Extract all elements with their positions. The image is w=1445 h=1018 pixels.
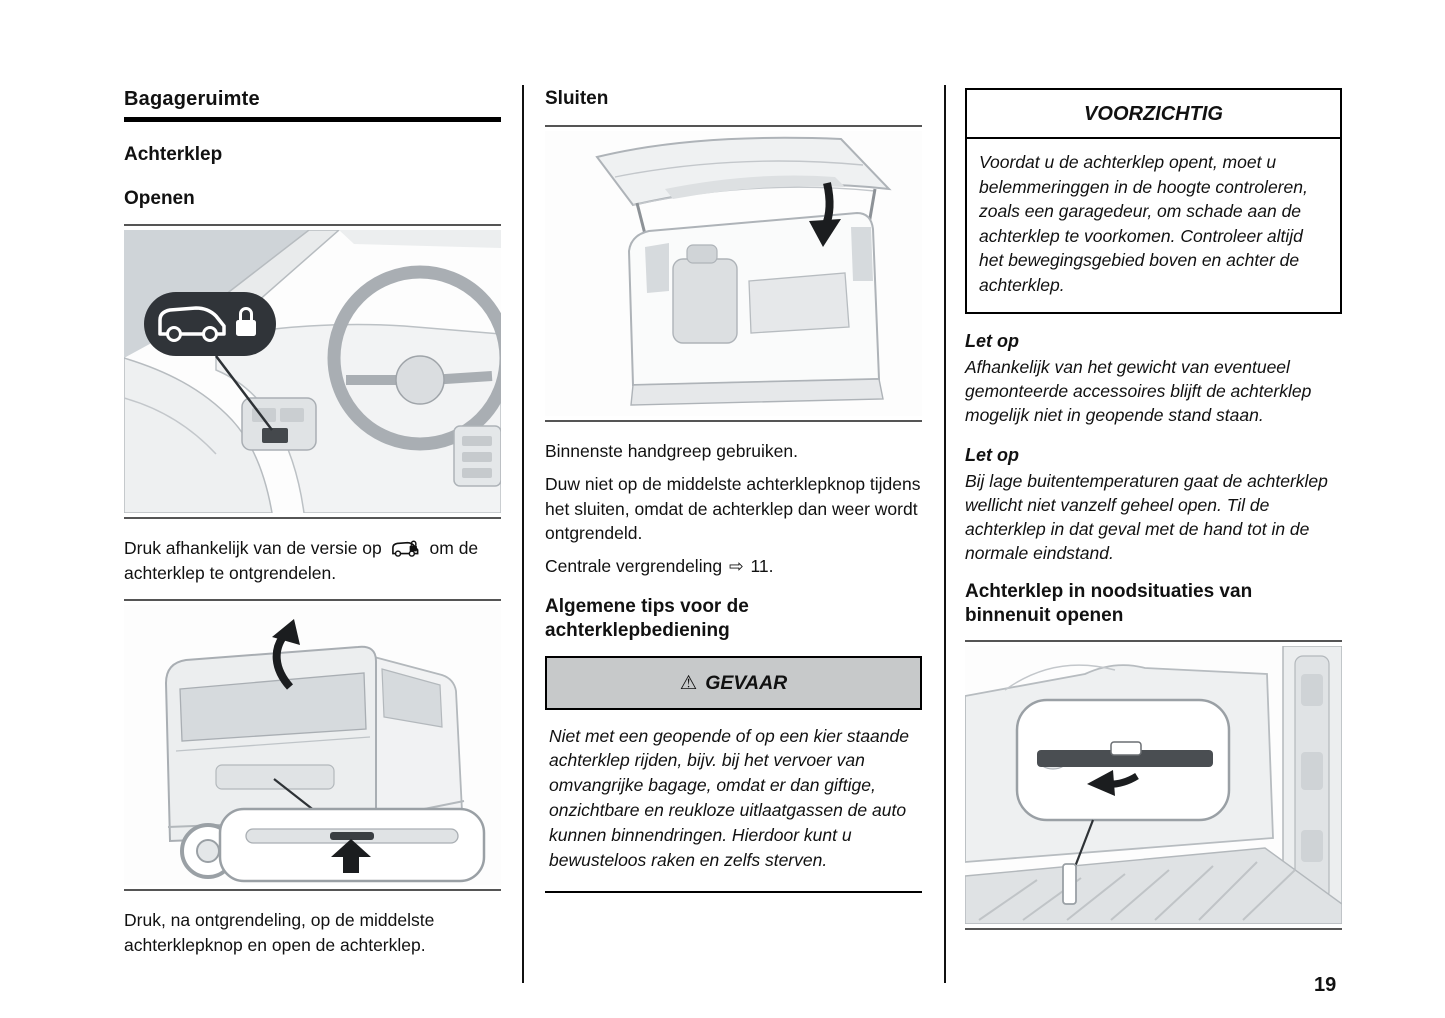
- figure-cargo-area-illustration: [965, 640, 1342, 931]
- central-locking-ref: 11.: [750, 556, 774, 577]
- unlock-button-callout: [144, 291, 276, 431]
- figure-van-rear-illustration: [124, 599, 501, 892]
- tailgate-open-arrow: [272, 619, 300, 691]
- column-divider-left: [522, 85, 524, 983]
- column-middle: Sluiten: [545, 88, 922, 893]
- section-title: Bagageruimte: [124, 88, 260, 110]
- para-open-tailgate: Druk, na ontgrendeling, op de middelste …: [124, 910, 435, 956]
- danger-title: GEVAAR: [705, 671, 788, 694]
- note1-label: Let op: [965, 331, 1019, 351]
- para-unlock-pre: Druk afhankelijk van de versie op: [124, 537, 382, 558]
- heading-emergency-open: Achterklep in noodsituaties van binnenui…: [965, 580, 1253, 626]
- note1-body: Afhankelijk van het gewicht van eventuee…: [965, 357, 1312, 425]
- note2-body: Bij lage buitentemperaturen gaat de acht…: [965, 470, 1328, 563]
- tailgate-close-arrow: [809, 181, 841, 247]
- column-left: Bagageruimte Achterklep Openen: [124, 88, 501, 958]
- heading-achterklep: Achterklep: [124, 144, 223, 165]
- para-inner-handle: Binnenste handgreep gebruiken.: [545, 440, 798, 461]
- emergency-lever-callout: [1015, 699, 1231, 822]
- page-number: 19: [1314, 974, 1337, 996]
- heading-sluiten: Sluiten: [545, 88, 609, 109]
- danger-box: ⚠ GEVAAR Niet met een geopende of op een …: [545, 655, 922, 893]
- section-title-rule: [124, 117, 501, 122]
- para-central-locking: Centrale vergrendeling ⇨ 11.: [545, 554, 922, 579]
- caution-body-text: Voordat u de achterklep opent, moet u be…: [979, 152, 1308, 295]
- danger-body-text: Niet met een geopende of op een kier sta…: [545, 710, 922, 893]
- column-divider-right: [944, 85, 946, 983]
- para-do-not-push: Duw niet op de middelste achterklepknop …: [545, 473, 921, 544]
- column-right: VOORZICHTIG Voordat u de achterklep open…: [965, 88, 1342, 931]
- warning-triangle-icon: ⚠: [679, 671, 698, 694]
- danger-header: ⚠ GEVAAR: [545, 655, 922, 710]
- para-unlock-post: om de achterklep te ontgrendelen.: [124, 537, 479, 583]
- heading-tips: Algemene tips voor de achterklepbedienin…: [545, 596, 749, 641]
- tailgate-handle-callout: [218, 808, 486, 883]
- para-unlock: Druk afhankelijk van de versie op om de …: [124, 536, 501, 586]
- central-locking-text: Centrale vergrendeling: [545, 556, 723, 577]
- heading-openen: Openen: [124, 187, 195, 209]
- page-reference-arrow-icon: ⇨: [728, 556, 744, 577]
- caution-title: VOORZICHTIG: [967, 90, 1340, 139]
- figure-door-panel-illustration: [124, 223, 501, 519]
- note2-label: Let op: [965, 444, 1019, 465]
- figure-tailgate-open-illustration: [545, 124, 922, 422]
- caution-box: VOORZICHTIG Voordat u de achterklep open…: [965, 88, 1342, 314]
- tailgate-unlock-icon: [387, 538, 425, 558]
